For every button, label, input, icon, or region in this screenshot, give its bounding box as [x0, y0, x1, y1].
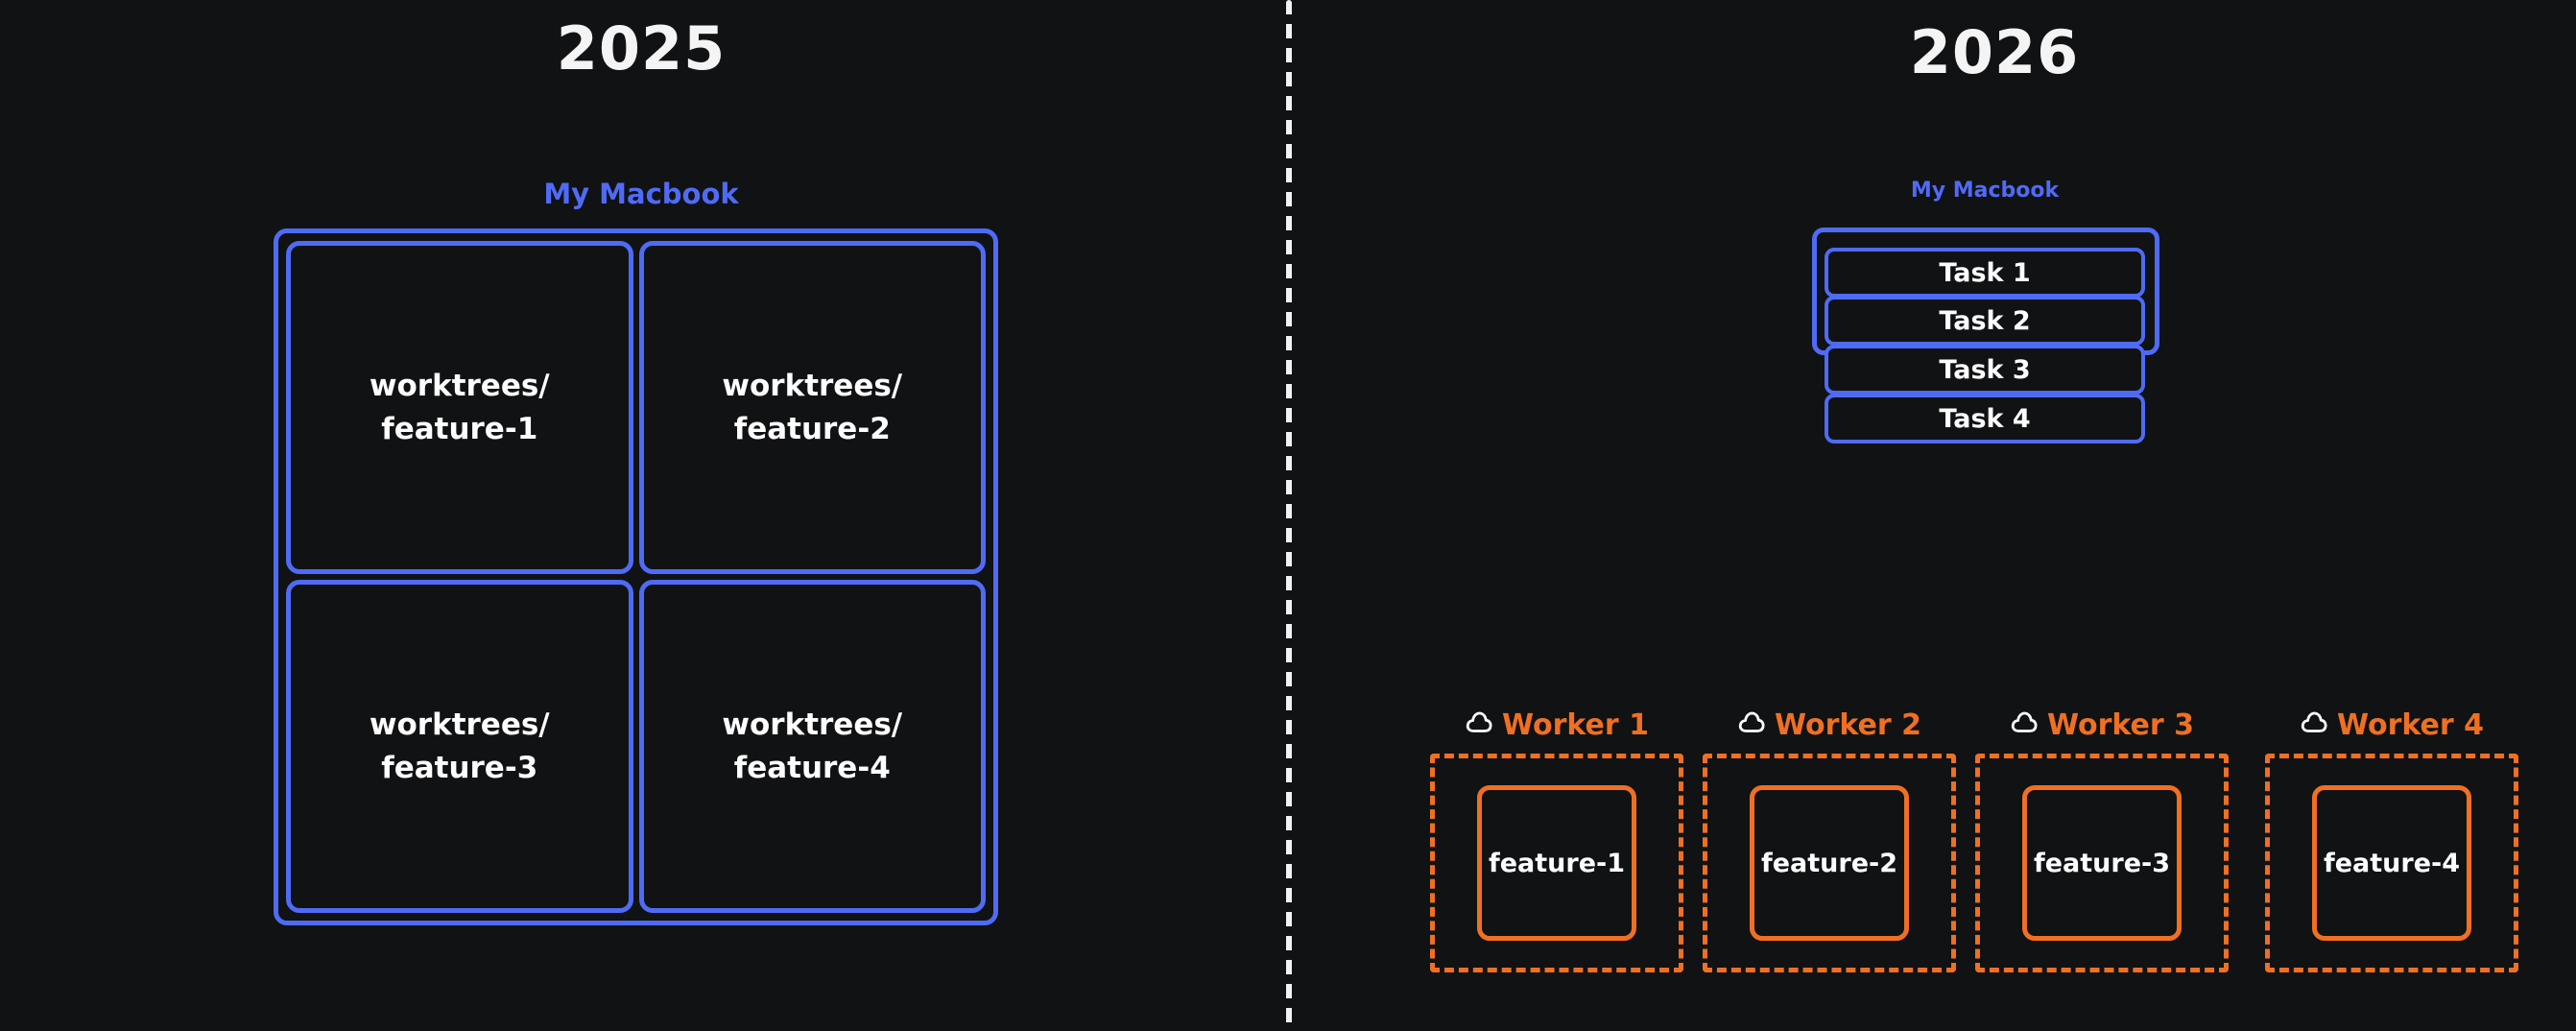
worker-label-1: Worker 1: [1430, 704, 1683, 746]
worker-name: Worker 3: [2046, 707, 2195, 742]
worker-column-3: Worker 3 feature-3: [1975, 704, 2229, 972]
page-title-2025: 2025: [556, 13, 727, 84]
worker-column-4: Worker 4 feature-4: [2265, 704, 2518, 972]
worktree-path-line1: worktrees/: [369, 707, 550, 742]
worker-name: Worker 2: [1774, 707, 1922, 742]
worker-name: Worker 4: [2336, 707, 2485, 742]
worktree-path-line1: worktrees/: [722, 707, 903, 742]
cloud-icon: [1737, 710, 1766, 739]
feature-card-2[interactable]: feature-2: [1750, 785, 1909, 941]
feature-card-3[interactable]: feature-3: [2022, 785, 2182, 941]
task-card-4[interactable]: Task 4: [1825, 394, 2145, 444]
panel-divider: [1286, 0, 1292, 1031]
worker-label-3: Worker 3: [1975, 704, 2229, 746]
worker-label-2: Worker 2: [1703, 704, 1956, 746]
worktree-card-feature-3[interactable]: worktrees/ feature-3: [286, 580, 633, 913]
task-card-2[interactable]: Task 2: [1825, 296, 2145, 346]
worker-label-4: Worker 4: [2265, 704, 2518, 746]
macbook-container-left: worktrees/ feature-1 worktrees/ feature-…: [274, 228, 998, 925]
feature-card-4[interactable]: feature-4: [2312, 785, 2471, 941]
worker-name: Worker 1: [1501, 707, 1650, 742]
cloud-icon: [2010, 710, 2039, 739]
task-card-1[interactable]: Task 1: [1825, 248, 2145, 298]
page-title-2026: 2026: [1909, 17, 2080, 87]
worker-boundary-2: feature-2: [1703, 754, 1956, 972]
cloud-icon: [2300, 710, 2328, 739]
worker-column-1: Worker 1 feature-1: [1430, 704, 1683, 972]
cloud-icon: [1465, 710, 1493, 739]
worktree-path-line2: feature-4: [733, 750, 891, 785]
worktree-path-line2: feature-2: [733, 411, 891, 446]
worker-boundary-1: feature-1: [1430, 754, 1683, 972]
worker-boundary-4: feature-4: [2265, 754, 2518, 972]
worktree-card-feature-2[interactable]: worktrees/ feature-2: [638, 241, 986, 574]
worktree-path-line1: worktrees/: [722, 368, 903, 403]
worktree-card-feature-4[interactable]: worktrees/ feature-4: [638, 580, 986, 913]
macbook-label-right: My Macbook: [1910, 179, 2060, 203]
feature-card-1[interactable]: feature-1: [1477, 785, 1636, 941]
worktree-card-feature-1[interactable]: worktrees/ feature-1: [286, 241, 633, 574]
worker-boundary-3: feature-3: [1975, 754, 2229, 972]
worktree-path-line1: worktrees/: [369, 368, 550, 403]
worker-column-2: Worker 2 feature-2: [1703, 704, 1956, 972]
macbook-label-left: My Macbook: [543, 178, 739, 210]
worktree-path-line2: feature-3: [381, 750, 538, 785]
task-card-3[interactable]: Task 3: [1825, 345, 2145, 395]
worktree-path-line2: feature-1: [381, 411, 538, 446]
